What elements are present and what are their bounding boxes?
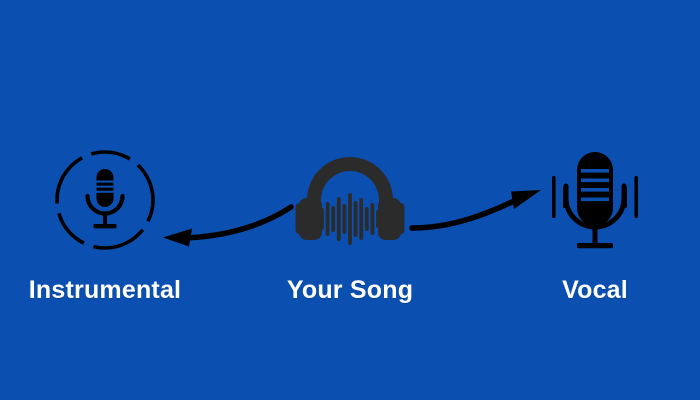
waveform-bar [353,201,358,237]
dashed-circle-icon [55,150,155,250]
arrow-to-vocal [409,190,541,231]
waveform-bar [359,198,364,240]
waveform-bars-icon [314,193,386,245]
node-label-instrumental: Instrumental [28,276,182,304]
instrumental-icon-group [55,150,155,250]
headphones-headband-icon [307,157,393,228]
headphones-left-earcup-icon [299,198,322,240]
waveform-bar [320,208,324,230]
microphone-icon [85,169,125,229]
headphones-right-earcup-icon [378,198,401,240]
waveform-bar [376,210,380,228]
vocal-icon-group [552,152,638,249]
waveform-bar [336,197,341,241]
waveform-bar [364,207,369,231]
node-label-vocal: Vocal [562,276,628,304]
waveform-bar [342,204,347,234]
waveform-bar [348,193,352,245]
node-label-your-song: Your Song [286,276,414,304]
waveform-bar [314,212,319,226]
waveform-bar [331,206,336,232]
waveform-bar [381,213,386,225]
waveform-bar [325,202,330,236]
arrow-to-instrumental [163,204,294,247]
waveform-bar [370,203,375,235]
your-song-icon-group [295,157,405,245]
microphone-icon [563,152,627,249]
